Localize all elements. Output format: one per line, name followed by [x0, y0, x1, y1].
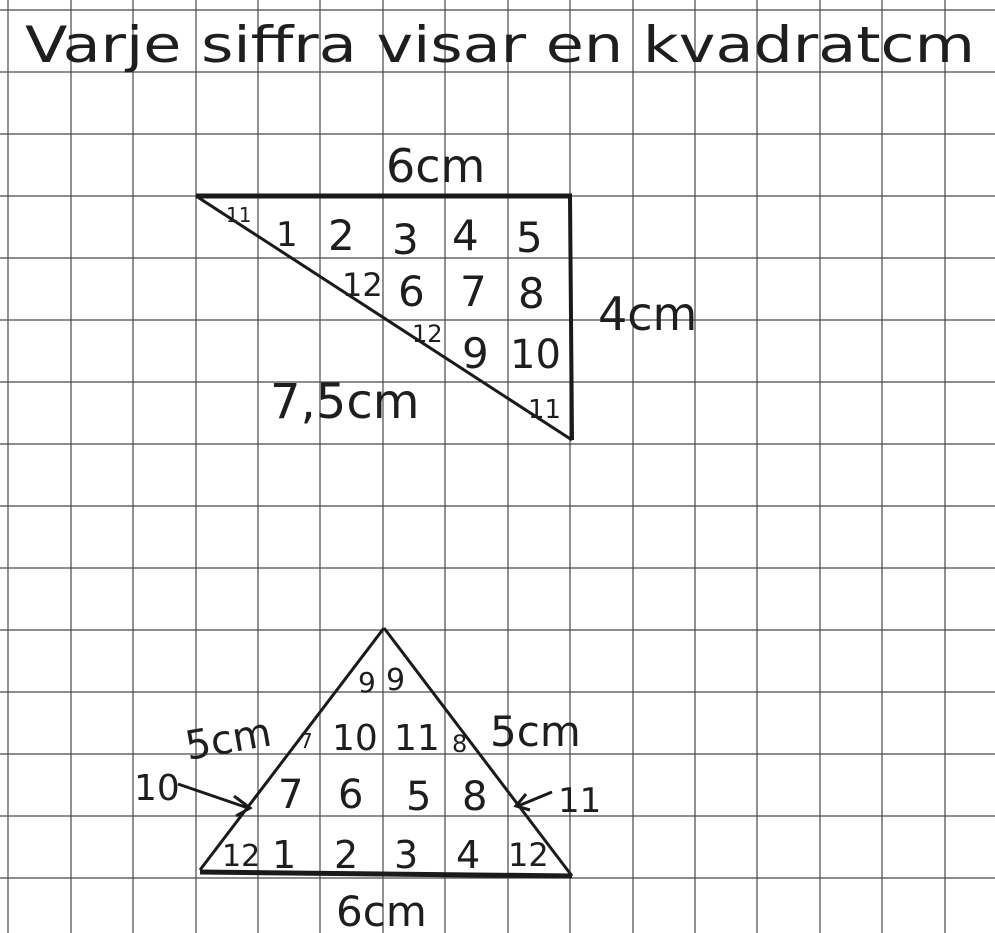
cell-number: 12: [412, 320, 443, 348]
isosceles-right-side-label: 5cm: [490, 707, 581, 756]
isosceles-base: [199, 869, 573, 879]
cell-number: 1: [276, 215, 298, 255]
cell-number: 2: [334, 833, 358, 877]
heading-text: Varje siffra visar en kvadratcm: [25, 16, 975, 74]
right-triangle-right-side-label: 4cm: [598, 287, 697, 341]
right-triangle-hypotenuse-label: 7,5cm: [270, 374, 419, 430]
cell-number: 7: [460, 267, 487, 316]
cell-number: 12: [342, 266, 383, 304]
right-triangle: 6cm 4cm 7,5cm 1 2 3 4 5 6 7 8 9 10 11 11…: [195, 139, 697, 442]
right-arrow-icon: [513, 790, 553, 812]
cell-number: 5: [406, 774, 431, 820]
cell-number: 3: [394, 833, 418, 877]
isosceles-right-edge: [382, 627, 574, 877]
cell-number: 4: [456, 833, 480, 877]
cell-number: 9: [386, 663, 405, 698]
isosceles-base-label: 6cm: [336, 887, 427, 933]
cell-number: 2: [328, 211, 355, 260]
cell-number: 10: [332, 718, 378, 759]
cell-number: 9: [358, 666, 376, 699]
cell-number: 12: [222, 839, 260, 874]
cell-number: 6: [398, 267, 425, 316]
cell-number: 11: [226, 203, 251, 227]
isosceles-left-edge: [198, 627, 386, 871]
right-triangle-hypotenuse: [195, 194, 573, 442]
left-arrow-icon: [177, 782, 253, 818]
cell-number: 11: [394, 718, 440, 759]
cell-number: 11: [528, 395, 561, 425]
cell-number: 6: [338, 772, 363, 818]
cell-number: 9: [462, 329, 489, 378]
cell-number: 4: [452, 211, 479, 260]
cell-number: 8: [452, 730, 467, 758]
cell-number: 10: [510, 332, 561, 378]
cell-number: 8: [518, 269, 545, 318]
cell-number: 12: [508, 836, 549, 874]
cell-number: 7: [278, 772, 303, 818]
left-arrow-label: 10: [134, 768, 180, 809]
right-triangle-right-edge: [568, 195, 574, 441]
right-arrow-label: 11: [558, 781, 601, 821]
cell-number: 8: [462, 774, 487, 820]
cell-number: 1: [272, 833, 296, 877]
right-triangle-top-side-label: 6cm: [386, 139, 485, 193]
cell-number: 3: [392, 215, 419, 264]
isosceles-triangle: 5cm 5cm 6cm 9 9 10 11 8 7 7 6 5 8 12 1 2…: [134, 627, 601, 933]
cell-number: 5: [516, 213, 543, 262]
cell-number: 7: [300, 729, 313, 753]
